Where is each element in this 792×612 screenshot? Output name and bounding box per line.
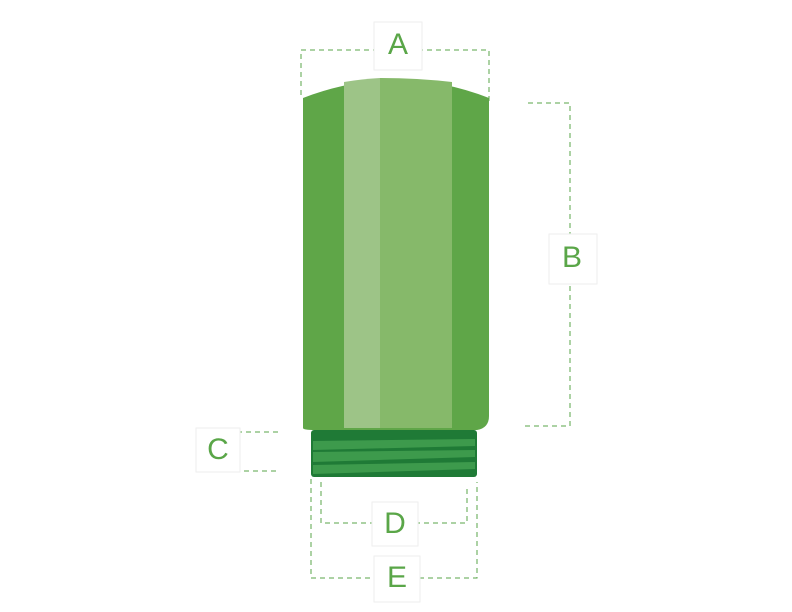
dimension-a: A (300, 21, 490, 102)
thread-groove-1 (313, 439, 475, 450)
dimension-c: C (195, 427, 278, 473)
label-d: D (384, 507, 406, 540)
dimension-b: B (522, 102, 598, 427)
label-c: C (207, 433, 229, 466)
body-mid-band (380, 78, 452, 428)
drip-tip-body (303, 78, 489, 430)
label-b: B (562, 241, 582, 274)
label-e: E (387, 561, 407, 594)
body-highlight-band (344, 78, 380, 428)
thread-section (311, 430, 477, 477)
label-a: A (388, 28, 408, 61)
thread-groove-2 (313, 450, 475, 462)
thread-groove-3 (313, 462, 475, 474)
dimension-d: D (320, 482, 468, 547)
dimension-e: E (310, 479, 478, 603)
